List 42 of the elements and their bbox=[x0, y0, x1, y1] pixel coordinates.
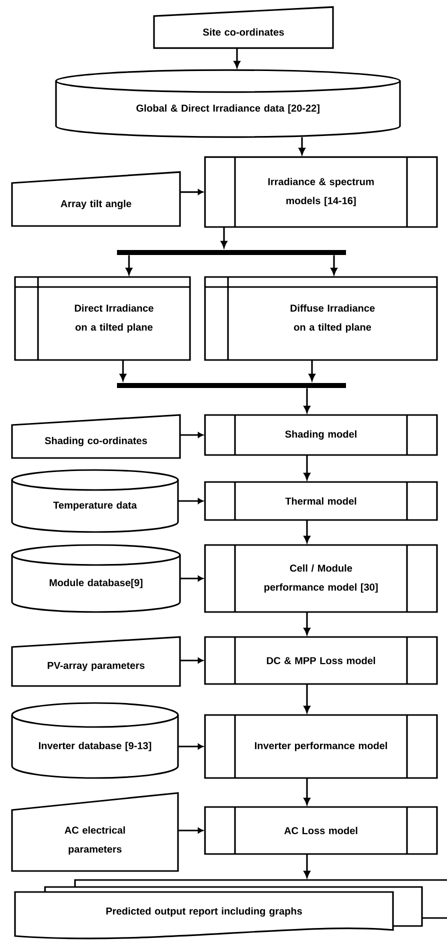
arrow bbox=[120, 360, 126, 381]
arrow bbox=[180, 432, 204, 438]
process-box: AC Loss model bbox=[204, 806, 438, 855]
process-box: Direct Irradiance on a tilted plane bbox=[14, 276, 191, 361]
document-stack: Predicted output report including graphs bbox=[14, 879, 447, 940]
process-box: Irradiance & spectrum models [14-16] bbox=[204, 156, 438, 228]
arrow bbox=[126, 255, 132, 275]
junction-bar bbox=[117, 250, 346, 255]
database-cylinder: Global & Direct Irradiance data [20-22] bbox=[55, 69, 401, 138]
process-box: DC & MPP Loss model bbox=[204, 636, 438, 685]
manual-input-box: PV-array parameters bbox=[11, 636, 181, 687]
process-box: Diffuse Irradiance on a tilted plane bbox=[204, 276, 438, 361]
database-cylinder: Temperature data bbox=[11, 469, 179, 533]
arrow bbox=[304, 684, 310, 713]
arrow bbox=[180, 658, 204, 664]
manual-input-box: Array tilt angle bbox=[11, 171, 181, 227]
arrow bbox=[304, 854, 310, 878]
arrow bbox=[234, 48, 240, 68]
arrow bbox=[304, 388, 310, 413]
process-box: Shading model bbox=[204, 414, 438, 456]
arrow bbox=[304, 455, 310, 480]
arrow bbox=[180, 576, 204, 582]
junction-bar bbox=[117, 383, 346, 388]
arrow bbox=[330, 255, 338, 275]
arrow bbox=[298, 137, 306, 155]
arrow bbox=[308, 360, 316, 381]
database-cylinder: Module database[9] bbox=[11, 544, 181, 613]
manual-input-box: AC electrical parameters bbox=[11, 792, 179, 872]
arrow bbox=[178, 498, 204, 504]
arrow bbox=[178, 744, 204, 750]
manual-input-box: Site co-ordinates bbox=[153, 6, 334, 49]
process-box: Thermal model bbox=[204, 481, 438, 521]
manual-input-box: Shading co-ordinates bbox=[11, 414, 181, 459]
arrow bbox=[180, 189, 204, 195]
arrow bbox=[178, 828, 204, 834]
database-cylinder: Inverter database [9-13] bbox=[11, 702, 179, 779]
process-box: Cell / Module performance model [30] bbox=[204, 544, 438, 613]
process-box: Inverter performance model bbox=[204, 714, 438, 779]
arrow bbox=[304, 612, 310, 635]
arrow bbox=[220, 227, 228, 248]
arrow bbox=[304, 520, 310, 543]
arrow bbox=[304, 778, 310, 805]
